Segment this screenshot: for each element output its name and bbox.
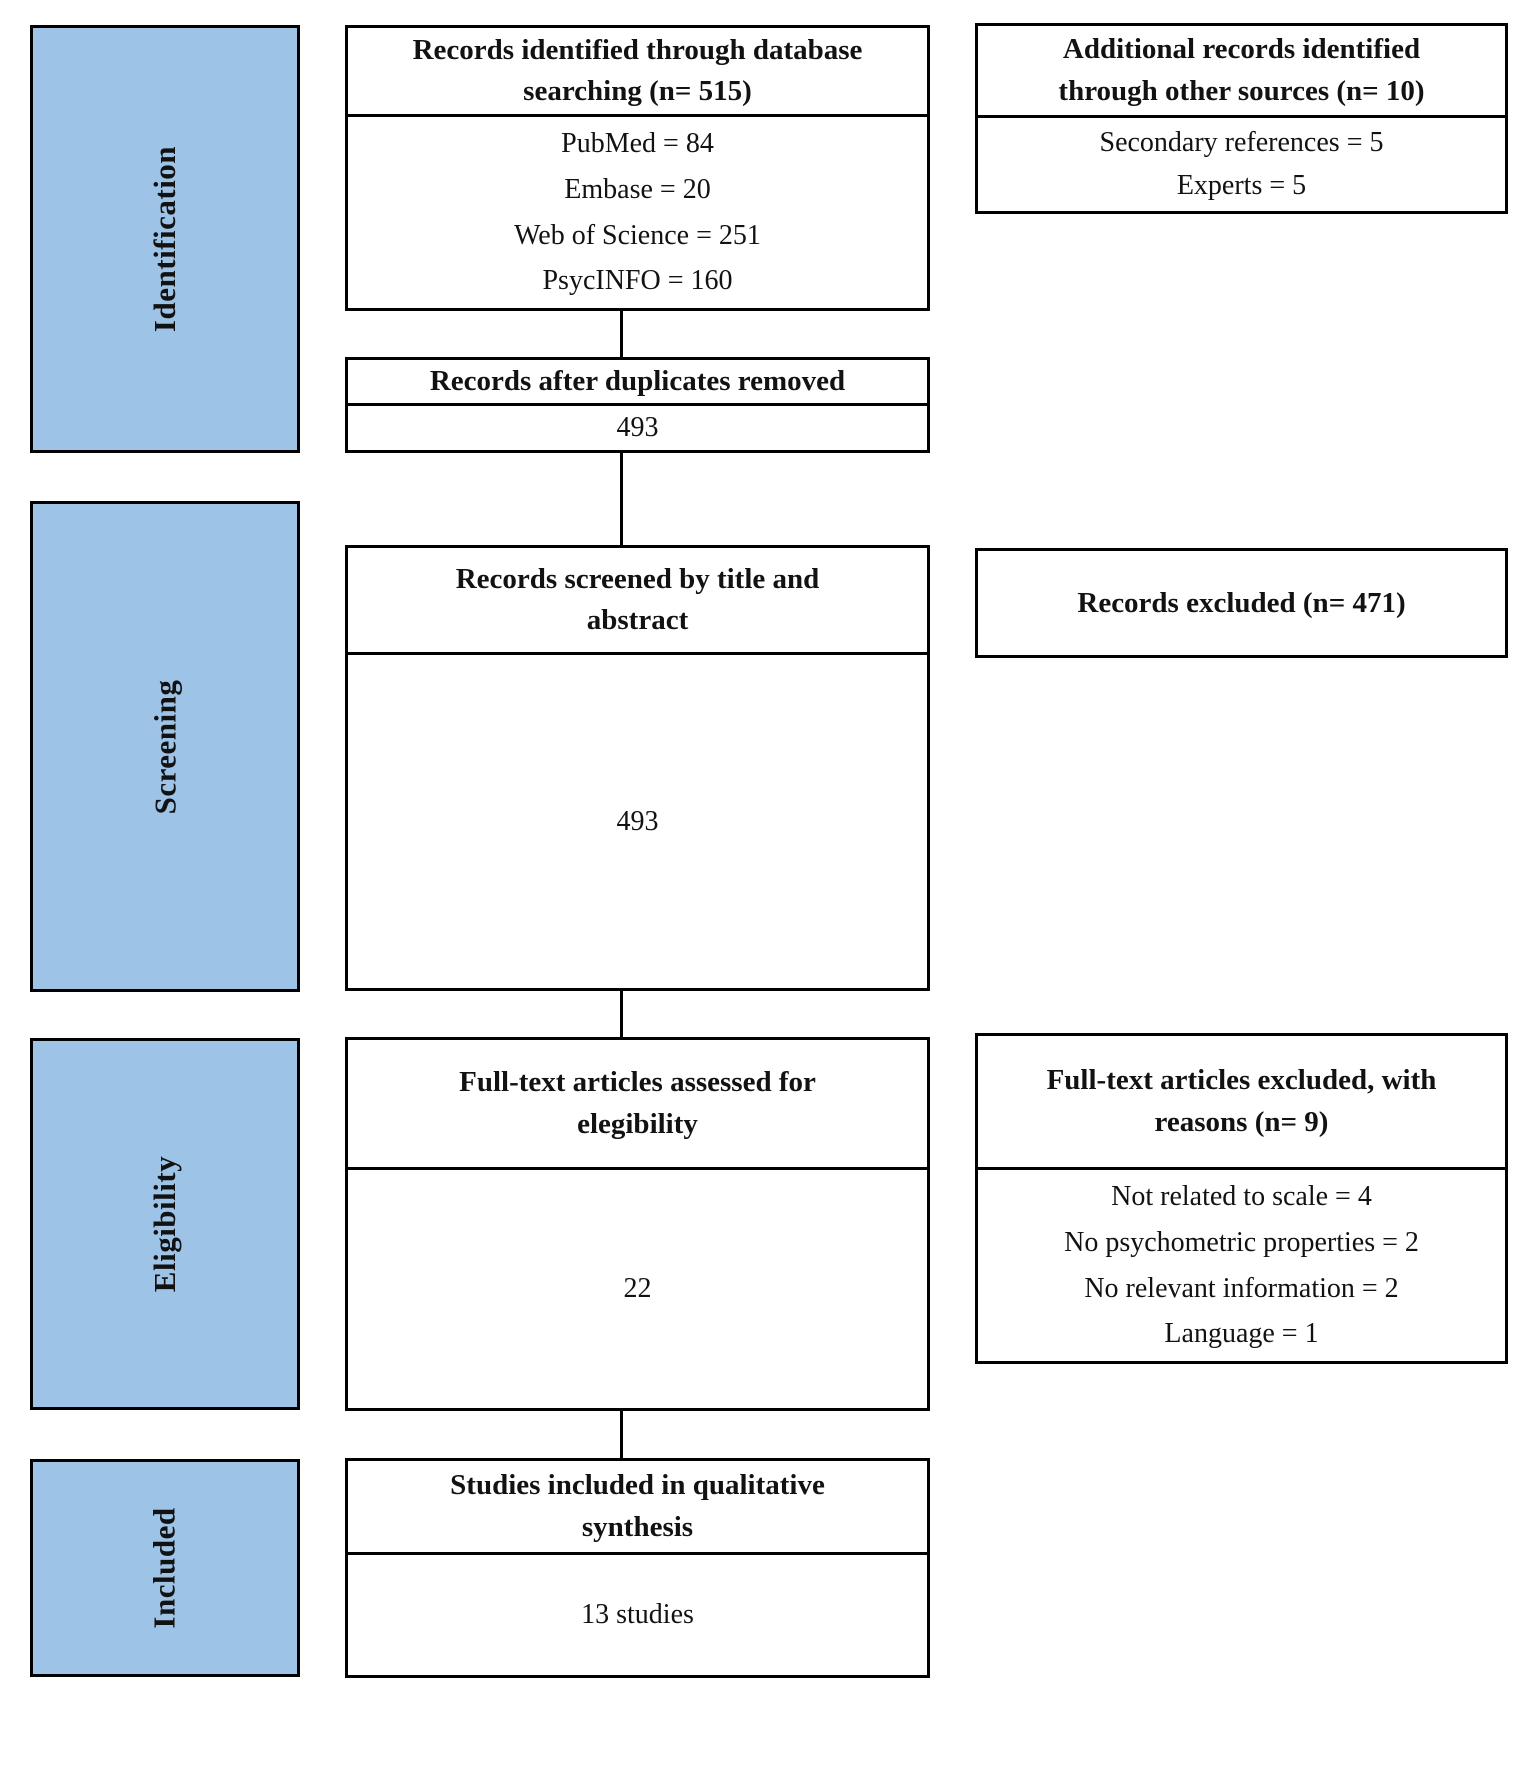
header-line: Full-text articles excluded, with [1046,1064,1437,1097]
header-line: reasons (n= 9) [1154,1105,1329,1138]
header-line: Full-text articles assessed for [459,1066,816,1099]
source-count: Embase = 20 [564,173,711,205]
header-line: Records after duplicates removed [429,364,846,397]
box-duplicates-removed-body: 493 [348,406,927,450]
box-additional-records-header: Additional records identified through ot… [978,26,1505,118]
box-records-excluded: Records excluded (n= 471) [975,548,1508,658]
exclusion-reason: Not related to scale = 4 [1111,1181,1372,1213]
header-line: Additional records identified [1062,33,1421,66]
source-count: Experts = 5 [1176,169,1307,201]
box-records-identified-body: PubMed = 84 Embase = 20 Web of Science =… [348,117,927,308]
box-studies-included-header: Studies included in qualitative synthesi… [348,1461,927,1555]
box-records-screened-header: Records screened by title and abstract [348,548,927,655]
box-fulltext-excluded: Full-text articles excluded, with reason… [975,1033,1508,1364]
exclusion-reason: Language = 1 [1164,1318,1319,1350]
connector-duplicates-to-screened [620,453,623,545]
box-records-identified-header: Records identified through database sear… [348,28,927,117]
header-line: elegibility [577,1107,698,1140]
source-count: Secondary references = 5 [1099,127,1384,159]
exclusion-reason: No relevant information = 2 [1084,1272,1399,1304]
record-count: 493 [616,412,659,444]
box-duplicates-removed-header: Records after duplicates removed [348,360,927,406]
exclusion-reason: No psychometric properties = 2 [1064,1226,1419,1258]
box-additional-records: Additional records identified through ot… [975,23,1508,214]
stage-bar-included: Included [30,1459,300,1677]
stage-label-eligibility: Eligibility [146,1155,182,1293]
record-count: 22 [623,1273,652,1305]
box-fulltext-assessed-body: 22 [348,1170,927,1408]
box-fulltext-assessed-header: Full-text articles assessed for elegibil… [348,1040,927,1170]
source-count: PubMed = 84 [561,128,714,160]
box-additional-records-body: Secondary references = 5 Experts = 5 [978,118,1505,211]
box-records-screened-body: 493 [348,655,927,988]
stage-label-included: Included [146,1507,182,1629]
header-line: abstract [586,604,689,636]
box-records-identified: Records identified through database sear… [345,25,930,311]
box-fulltext-excluded-header: Full-text articles excluded, with reason… [978,1036,1505,1170]
box-fulltext-excluded-body: Not related to scale = 4 No psychometric… [978,1170,1505,1361]
box-fulltext-assessed: Full-text articles assessed for elegibil… [345,1037,930,1411]
header-line: Records screened by title and [455,562,820,595]
stage-bar-identification: Identification [30,25,300,453]
connector-identified-to-duplicates [620,311,623,357]
connector-screened-to-fulltext [620,991,623,1037]
connector-fulltext-to-included [620,1411,623,1458]
stage-bar-screening: Screening [30,501,300,992]
stage-label-identification: Identification [147,145,182,333]
header-line: synthesis [581,1510,694,1543]
header-line: through other sources (n= 10) [1058,74,1425,107]
record-count: 13 studies [581,1599,694,1631]
source-count: PsycINFO = 160 [542,265,733,297]
header-line: Records identified through database [412,33,863,66]
source-count: Web of Science = 251 [514,219,761,251]
box-studies-included: Studies included in qualitative synthesi… [345,1458,930,1678]
record-count: 493 [616,805,659,837]
header-line: searching (n= 515) [523,75,752,107]
records-excluded-label: Records excluded (n= 471) [1077,586,1406,619]
box-duplicates-removed: Records after duplicates removed 493 [345,357,930,453]
box-studies-included-body: 13 studies [348,1555,927,1675]
stage-bar-eligibility: Eligibility [30,1038,300,1410]
header-line: Studies included in qualitative [450,1469,825,1502]
box-records-screened: Records screened by title and abstract 4… [345,545,930,991]
stage-label-screening: Screening [147,679,182,814]
